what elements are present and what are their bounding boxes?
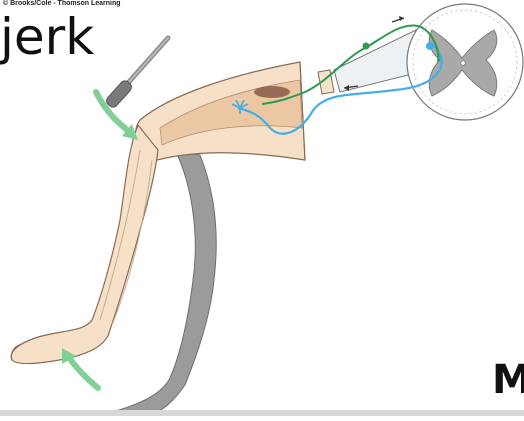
muscle-belly: [254, 86, 290, 98]
spinal-cord-icon: [407, 4, 523, 120]
bottom-bar: [0, 410, 524, 416]
motor-cell-body: [363, 43, 370, 50]
copyright-credit: © Brooks/Cole - Thomson Learning: [3, 0, 121, 7]
sensory-cell-body: [426, 42, 434, 50]
slide-title-fragment: jerk: [0, 12, 94, 62]
corner-text-fragment: M: [492, 360, 524, 400]
reflex-hammer-icon: [105, 38, 168, 109]
lower-leg: [11, 125, 158, 364]
